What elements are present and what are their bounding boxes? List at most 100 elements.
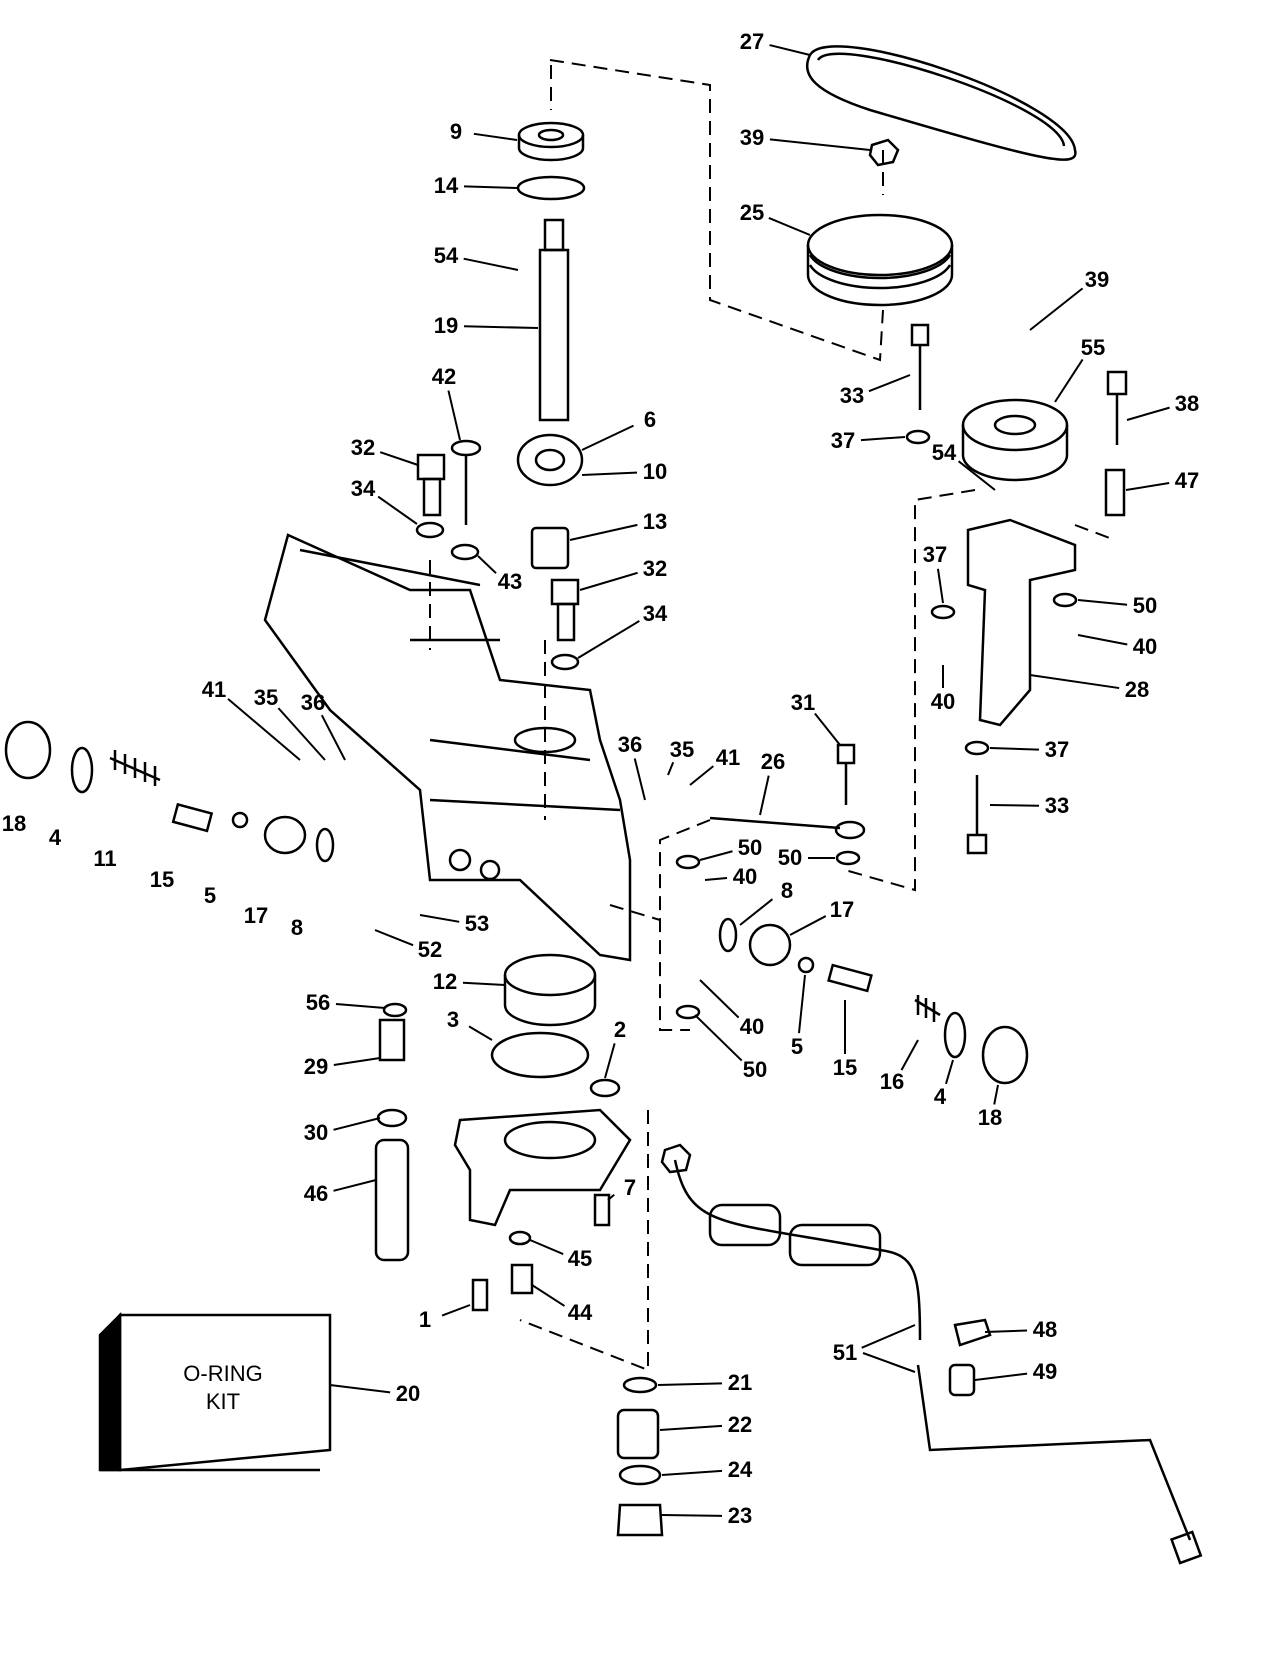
callout-number: 32 bbox=[350, 435, 376, 460]
leader-line bbox=[769, 138, 871, 151]
callout-number: 16 bbox=[879, 1069, 905, 1094]
leader-line bbox=[333, 1117, 381, 1131]
callout-number: 47 bbox=[1174, 468, 1200, 493]
left-valve-parts bbox=[4, 720, 335, 863]
callout-number: 5 bbox=[203, 883, 217, 908]
o-ring-kit-label: O-RING KIT bbox=[183, 1361, 263, 1414]
pulley-small bbox=[961, 398, 1069, 482]
callout-number: 43 bbox=[497, 569, 523, 594]
small-fittings bbox=[374, 1018, 611, 1312]
leader-line bbox=[659, 1424, 723, 1431]
callout-number: 20 bbox=[395, 1381, 421, 1406]
leader-line bbox=[463, 185, 518, 189]
callout-number: 50 bbox=[737, 835, 763, 860]
spacer bbox=[1104, 468, 1126, 517]
callout-number: 54 bbox=[931, 440, 957, 465]
callout-number: 8 bbox=[290, 915, 304, 940]
leader-line bbox=[694, 1014, 743, 1062]
leader-line bbox=[581, 471, 638, 476]
callout-number: 42 bbox=[431, 364, 457, 389]
callout-number: 33 bbox=[1044, 793, 1070, 818]
leader-line bbox=[945, 1059, 954, 1085]
callout-number: 51 bbox=[832, 1340, 858, 1365]
leader-line bbox=[797, 974, 806, 1034]
callout-number: 27 bbox=[739, 29, 765, 54]
callout-number: 18 bbox=[1, 811, 27, 836]
pin bbox=[450, 439, 482, 525]
leader-line bbox=[689, 765, 714, 786]
leader-line bbox=[989, 747, 1040, 751]
hose-line bbox=[673, 1159, 1192, 1541]
leader-line bbox=[1077, 599, 1128, 606]
leader-line bbox=[329, 1384, 391, 1394]
leader-line bbox=[374, 929, 414, 947]
leader-line bbox=[936, 568, 944, 604]
pulley bbox=[806, 213, 954, 307]
callout-number: 33 bbox=[839, 383, 865, 408]
leader-line bbox=[667, 761, 675, 776]
leader-line bbox=[861, 1324, 916, 1349]
needle-bearing bbox=[530, 526, 570, 570]
callout-number: 28 bbox=[1124, 677, 1150, 702]
callout-number: 37 bbox=[830, 428, 856, 453]
callout-number: 37 bbox=[922, 542, 948, 567]
callout-number: 6 bbox=[643, 407, 657, 432]
leader-line bbox=[633, 758, 646, 801]
leader-line bbox=[277, 707, 326, 761]
callout-number: 15 bbox=[149, 867, 175, 892]
leader-line bbox=[579, 571, 638, 591]
leader-line bbox=[463, 325, 539, 329]
callout-number: 56 bbox=[305, 990, 331, 1015]
callout-number: 1 bbox=[418, 1307, 432, 1332]
nut bbox=[868, 138, 900, 167]
leader-line bbox=[957, 460, 996, 491]
leader-line bbox=[993, 1084, 999, 1105]
leader-line bbox=[379, 451, 419, 466]
leader-line bbox=[862, 1352, 916, 1373]
leader-line bbox=[661, 1469, 723, 1476]
callout-number: 50 bbox=[1132, 593, 1158, 618]
callout-number: 50 bbox=[742, 1057, 768, 1082]
leader-line bbox=[607, 1193, 615, 1201]
callout-number: 18 bbox=[977, 1105, 1003, 1130]
callout-number: 45 bbox=[567, 1246, 593, 1271]
callout-number: 40 bbox=[930, 689, 956, 714]
callout-number: 36 bbox=[300, 690, 326, 715]
callout-number: 37 bbox=[1044, 737, 1070, 762]
callout-number: 36 bbox=[617, 732, 643, 757]
tie-rod bbox=[709, 816, 866, 840]
shaft bbox=[538, 218, 570, 422]
washers bbox=[382, 429, 1078, 1246]
leader-line bbox=[1125, 482, 1170, 491]
leader-line bbox=[419, 914, 460, 923]
callout-number: 17 bbox=[243, 903, 269, 928]
callout-number: 38 bbox=[1174, 391, 1200, 416]
leader-line bbox=[789, 915, 827, 936]
leader-line bbox=[860, 436, 906, 442]
callout-number: 23 bbox=[727, 1503, 753, 1528]
callout-number: 39 bbox=[739, 125, 765, 150]
callout-number: 52 bbox=[417, 937, 443, 962]
callout-number: 46 bbox=[303, 1181, 329, 1206]
leader-line bbox=[868, 374, 911, 393]
o-ring-kit-box bbox=[98, 1311, 332, 1472]
leader-line bbox=[335, 1003, 386, 1009]
callout-number: 40 bbox=[739, 1014, 765, 1039]
filter bbox=[616, 1408, 660, 1460]
callout-number: 14 bbox=[433, 173, 459, 198]
leader-line bbox=[989, 804, 1040, 807]
callout-number: 25 bbox=[739, 200, 765, 225]
callout-number: 7 bbox=[623, 1175, 637, 1200]
retaining-ring bbox=[516, 175, 586, 201]
callout-number: 29 bbox=[303, 1054, 329, 1079]
callout-number: 15 bbox=[832, 1055, 858, 1080]
callout-number: 54 bbox=[433, 243, 459, 268]
callout-number: 55 bbox=[1080, 335, 1106, 360]
callout-number: 19 bbox=[433, 313, 459, 338]
callout-number: 17 bbox=[829, 897, 855, 922]
callout-number: 11 bbox=[93, 846, 117, 871]
housing bbox=[263, 533, 632, 962]
callout-number: 3 bbox=[446, 1007, 460, 1032]
leader-line bbox=[463, 257, 519, 271]
